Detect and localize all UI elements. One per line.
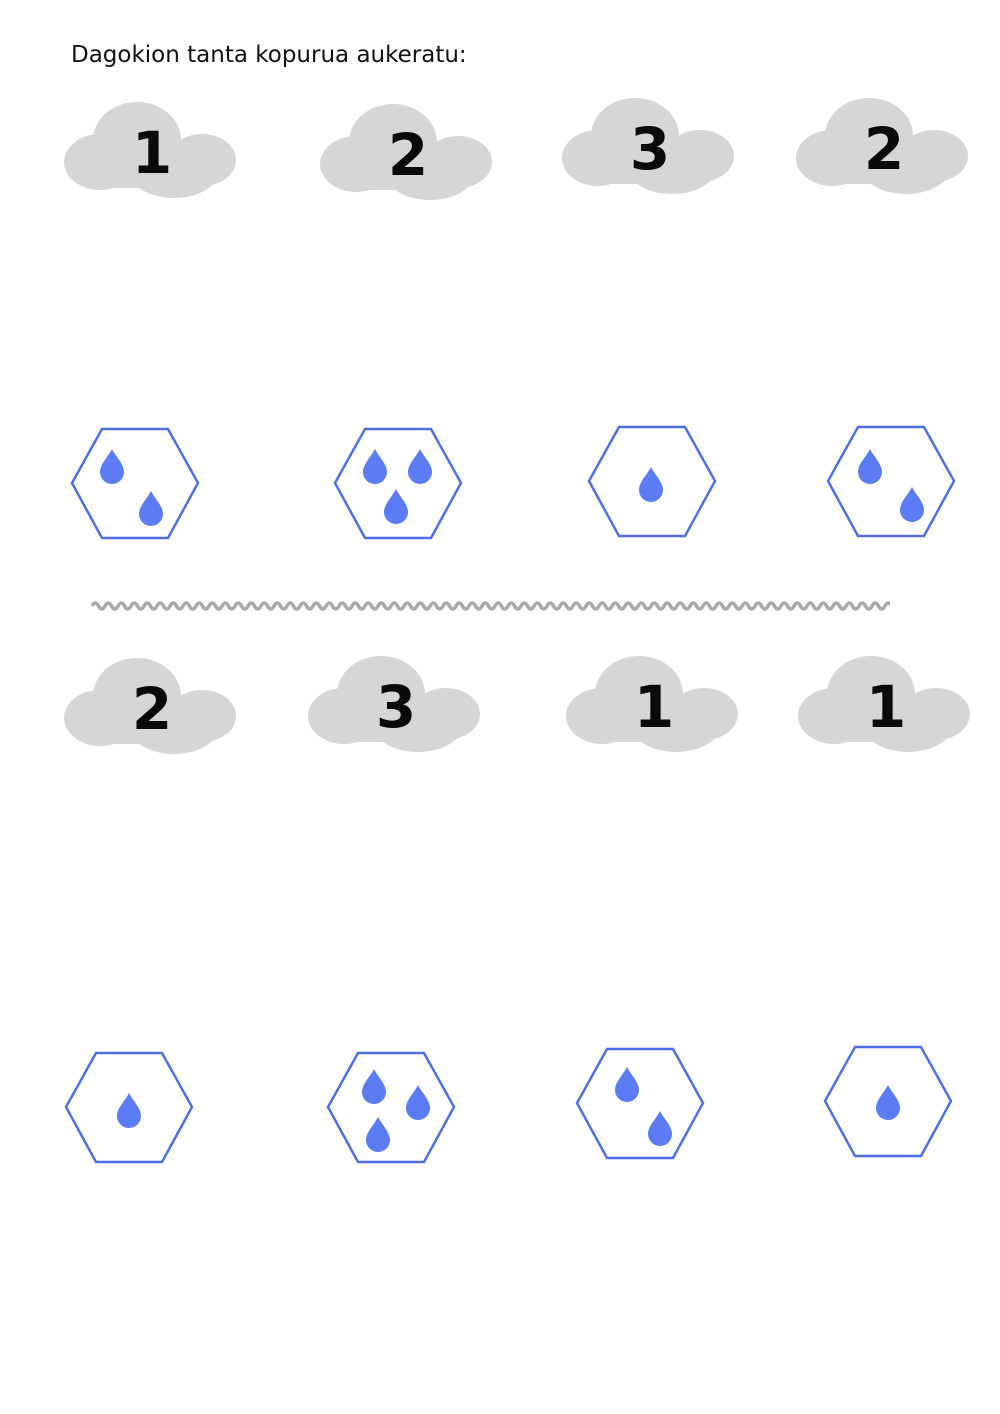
hexagon-drops-1[interactable] — [70, 426, 200, 541]
cloud-number: 2 — [131, 675, 173, 743]
instruction-text: Dagokion tanta kopurua aukeratu: — [71, 42, 467, 68]
hexagon-drops-4[interactable] — [826, 424, 956, 539]
cloud-number: 3 — [629, 115, 671, 183]
cloud-option-5[interactable]: 2 — [62, 652, 242, 762]
cloud-icon — [796, 98, 968, 194]
cloud-option-4[interactable]: 2 — [794, 92, 974, 202]
hexagon-drops-3[interactable] — [587, 424, 717, 539]
cloud-option-2[interactable]: 2 — [318, 98, 498, 208]
hexagon-drops-2[interactable] — [333, 426, 463, 541]
water-drop-icon — [362, 1069, 386, 1104]
hexagon-icon — [64, 1051, 194, 1164]
cloud-option-6[interactable]: 3 — [306, 650, 486, 760]
hexagon-drops-6[interactable] — [326, 1050, 456, 1165]
cloud-icon — [562, 98, 734, 194]
water-drop-icon — [384, 489, 408, 524]
hexagon-drops-5[interactable] — [64, 1050, 194, 1165]
hexagon-icon — [826, 425, 956, 538]
cloud-number: 2 — [387, 121, 429, 189]
hexagon-icon — [326, 1051, 456, 1164]
hexagon-icon — [823, 1045, 953, 1158]
cloud-number: 1 — [865, 673, 907, 741]
wavy-line-icon — [90, 601, 890, 611]
hexagon-icon — [333, 427, 463, 540]
cloud-option-7[interactable]: 1 — [564, 650, 744, 760]
cloud-icon — [64, 658, 236, 754]
water-drop-icon — [366, 1117, 390, 1152]
cloud-icon — [798, 656, 970, 752]
cloud-option-3[interactable]: 3 — [560, 92, 740, 202]
cloud-option-8[interactable]: 1 — [796, 650, 976, 760]
hexagon-drops-8[interactable] — [823, 1044, 953, 1159]
cloud-icon — [566, 656, 738, 752]
cloud-icon — [308, 656, 480, 752]
cloud-icon — [64, 102, 236, 198]
hexagon-icon — [70, 427, 200, 540]
water-drop-icon — [100, 449, 124, 484]
hexagon-icon — [587, 425, 717, 538]
cloud-option-1[interactable]: 1 — [62, 96, 242, 206]
water-drop-icon — [648, 1111, 672, 1146]
cloud-number: 1 — [633, 673, 675, 741]
water-drop-icon — [406, 1085, 430, 1120]
cloud-number: 2 — [863, 115, 905, 183]
water-drop-icon — [408, 449, 432, 484]
water-drop-icon — [615, 1067, 639, 1102]
cloud-icon — [320, 104, 492, 200]
water-drop-icon — [363, 449, 387, 484]
water-drop-icon — [639, 467, 663, 502]
water-drop-icon — [117, 1093, 141, 1128]
water-drop-icon — [139, 491, 163, 526]
water-drop-icon — [858, 449, 882, 484]
water-drop-icon — [876, 1085, 900, 1120]
hexagon-drops-7[interactable] — [575, 1046, 705, 1161]
hexagon-icon — [575, 1047, 705, 1160]
cloud-number: 1 — [131, 119, 173, 187]
water-drop-icon — [900, 487, 924, 522]
cloud-number: 3 — [375, 673, 417, 741]
